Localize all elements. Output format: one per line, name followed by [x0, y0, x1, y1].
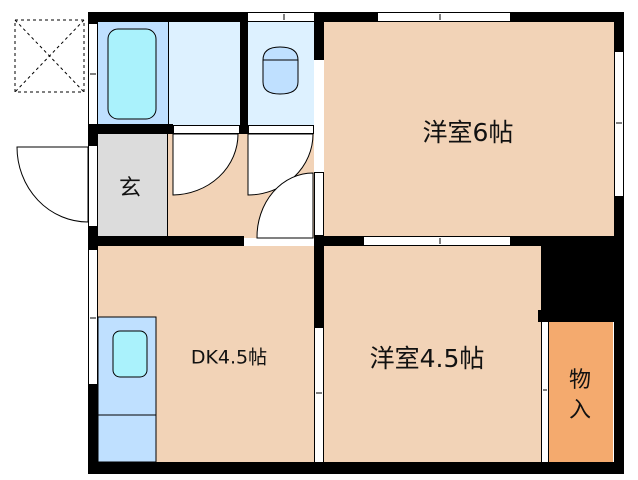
wall-right [614, 12, 624, 52]
room6-door-swing-icon [256, 172, 314, 239]
wall-middle-h-left [314, 236, 364, 246]
bathtub-icon [107, 28, 157, 120]
window-toilet-top [248, 12, 314, 22]
wall-top-right [510, 12, 624, 22]
door-frame-room6 [314, 172, 324, 236]
room-label-genkan: 玄 [118, 176, 142, 201]
wall-genkan-bottom [88, 236, 244, 246]
western-room-4-5 [324, 246, 541, 462]
room-label-western-4-5: 洋室4.5帖 [369, 344, 485, 373]
wall-storage-block [541, 236, 624, 322]
wall-top-left [88, 12, 248, 22]
wall-bottom [88, 462, 624, 474]
room-label-western-6: 洋室6帖 [422, 118, 514, 147]
wall-left-mid [88, 124, 98, 146]
wall-left-bottom [88, 384, 98, 474]
wall-wash-toilet [240, 12, 248, 134]
wall-bath-bottom [88, 124, 173, 134]
sliding-door-dk-room45 [314, 328, 324, 462]
window-room6-right [614, 52, 624, 196]
wall-center-vertical [314, 236, 324, 328]
storage-closet [549, 322, 613, 462]
toilet-icon [262, 46, 299, 95]
entrance-door-swing-icon [16, 146, 89, 223]
washroom-door-swing-icon [172, 133, 239, 196]
sliding-door-room6-room45 [364, 236, 510, 246]
washroom [168, 22, 240, 125]
wall-right-lower [614, 196, 624, 474]
window-room6-top [378, 12, 510, 22]
wall-storage-side [538, 310, 549, 322]
western-room-6 [324, 22, 614, 236]
wall-toilet-right [314, 12, 324, 60]
genkan [98, 134, 168, 238]
wall-top-mid [314, 12, 378, 22]
room-label-dk: DK4.5帖 [190, 346, 268, 369]
void-marker-icon [14, 19, 85, 93]
wall-left-top [88, 12, 98, 24]
kitchen-sink-icon [112, 330, 148, 378]
room-label-storage-2: 入 [568, 398, 592, 423]
sliding-door-storage [541, 322, 549, 462]
room-label-storage-1: 物 [568, 368, 592, 393]
